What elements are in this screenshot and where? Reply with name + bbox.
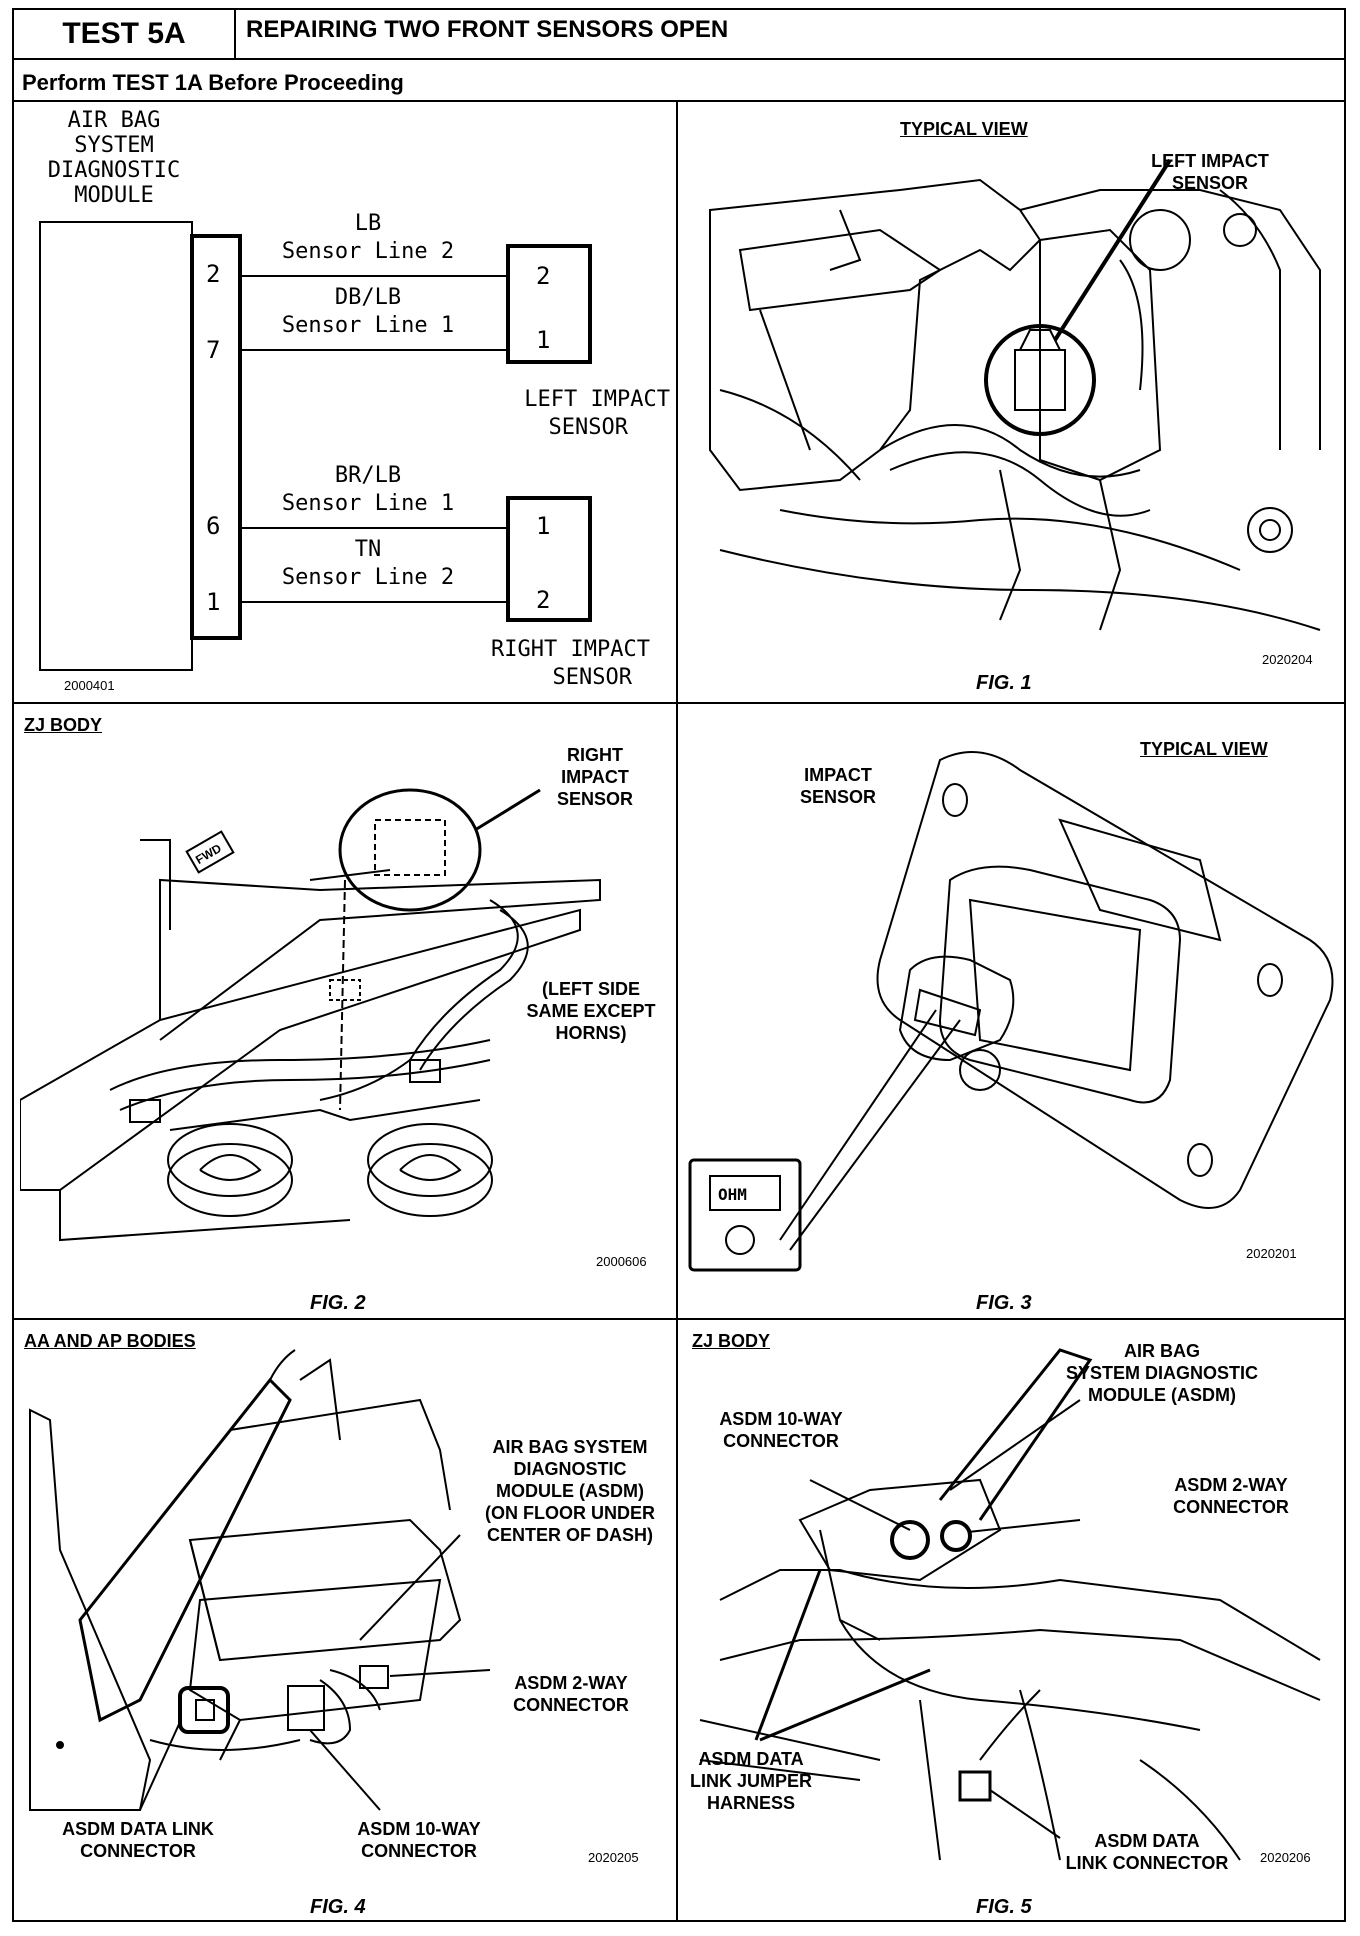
header-divider	[14, 58, 1344, 60]
module-pin: 2	[206, 260, 221, 288]
view-label: TYPICAL VIEW	[1140, 739, 1268, 759]
label-line: (ON FLOOR UNDER	[485, 1503, 655, 1523]
asdm-data-link-label: ASDM DATA LINK CONNECTOR	[48, 1818, 228, 1862]
label-line: AIR BAG SYSTEM	[492, 1437, 648, 1457]
label-line: LINK JUMPER	[689, 1771, 812, 1791]
engine-bay-illustration	[709, 158, 1321, 631]
label-line: HARNESS	[706, 1793, 795, 1813]
meter-display: OHM	[718, 1185, 747, 1204]
module-label-line: DIAGNOSTIC	[47, 158, 181, 183]
label-line: DIAGNOSTIC	[513, 1459, 627, 1479]
body-label: ZJ BODY	[692, 1331, 771, 1351]
label-line: SENSOR	[799, 787, 877, 807]
grid-line	[14, 1318, 1344, 1320]
label-line: (LEFT SIDE	[542, 979, 640, 999]
left-sensor-pin: 1	[536, 326, 551, 354]
body-label: AA AND AP BODIES	[24, 1331, 196, 1351]
right-impact-sensor-label: RIGHT IMPACT SENSOR	[540, 744, 650, 810]
wire-color: TN	[354, 537, 382, 562]
wire-color: LB	[354, 211, 382, 236]
label-line: ASDM 10-WAY	[357, 1819, 481, 1839]
impact-sensor-illustration: OHM	[688, 751, 1334, 1272]
right-sensor-label: SENSOR	[552, 665, 632, 690]
figure-code: 2020201	[1246, 1246, 1297, 1261]
label-line: ASDM 10-WAY	[719, 1409, 843, 1429]
asdm-10way-label: ASDM 10-WAY CONNECTOR	[706, 1408, 856, 1452]
grid-line	[14, 100, 1344, 102]
figure-code: 2020205	[588, 1850, 639, 1865]
test-title: REPAIRING TWO FRONT SENSORS OPEN	[246, 16, 729, 43]
right-sensor-pin: 1	[536, 512, 551, 540]
asdm-data-link-label: ASDM DATA LINK CONNECTOR	[1052, 1830, 1242, 1874]
label-line: LINK CONNECTOR	[1065, 1853, 1229, 1873]
figure-caption: FIG. 2	[310, 1292, 366, 1314]
label-line: AIR BAG	[1124, 1341, 1200, 1361]
label-line: RIGHT	[567, 745, 623, 765]
left-sensor-label: LEFT IMPACT	[524, 387, 670, 412]
wire-line: Sensor Line 1	[281, 313, 455, 338]
left-side-note: (LEFT SIDE SAME EXCEPT HORNS)	[516, 978, 666, 1044]
label-line: ASDM DATA	[1094, 1831, 1200, 1851]
schematic-lines	[39, 221, 592, 671]
label-line: MODULE (ASDM)	[496, 1481, 644, 1501]
asdm-2way-label: ASDM 2-WAY CONNECTOR	[496, 1672, 646, 1716]
label-line: CONNECTOR	[361, 1841, 477, 1861]
label-line: SENSOR	[556, 789, 634, 809]
impact-sensor-label: IMPACT SENSOR	[778, 764, 898, 808]
horn-mount-illustration: FWD	[20, 788, 601, 1242]
grid-line	[676, 100, 678, 1922]
grid-line	[14, 702, 1344, 704]
asdm-console-illustration	[699, 1348, 1321, 1861]
wire-color: DB/LB	[334, 285, 402, 310]
module-label-line: AIR BAG	[67, 108, 161, 133]
body-label: ZJ BODY	[24, 715, 103, 735]
label-line: CONNECTOR	[513, 1695, 629, 1715]
left-sensor-pin: 2	[536, 262, 551, 290]
asdm-10way-label: ASDM 10-WAY CONNECTOR	[344, 1818, 494, 1862]
wire-line: Sensor Line 2	[281, 239, 455, 264]
asdm-label: AIR BAG SYSTEM DIAGNOSTIC MODULE (ASDM) …	[470, 1436, 670, 1546]
right-sensor-label: RIGHT IMPACT	[491, 637, 650, 662]
figure-caption: FIG. 4	[310, 1896, 366, 1918]
label-line: LEFT IMPACT	[1151, 151, 1269, 171]
figure-code: 2000401	[64, 678, 115, 693]
label-line: HORNS)	[555, 1023, 627, 1043]
label-line: CONNECTOR	[80, 1841, 196, 1861]
label-line: SENSOR	[1171, 173, 1249, 193]
figure-code: 2020204	[1262, 652, 1313, 667]
left-impact-sensor-label: LEFT IMPACT SENSOR	[1120, 150, 1300, 194]
right-sensor-pin: 2	[536, 586, 551, 614]
label-line: CENTER OF DASH)	[487, 1525, 653, 1545]
label-line: ASDM DATA LINK	[62, 1819, 214, 1839]
prerequisite-note: Perform TEST 1A Before Proceeding	[22, 70, 404, 95]
label-line: CONNECTOR	[723, 1431, 839, 1451]
module-label-line: MODULE	[74, 183, 154, 208]
page-frame	[12, 8, 1346, 1922]
view-label: TYPICAL VIEW	[900, 119, 1028, 139]
module-pin: 6	[206, 512, 221, 540]
label-line: SAME EXCEPT	[526, 1001, 656, 1021]
label-line: CONNECTOR	[1173, 1497, 1289, 1517]
asdm-2way-label: ASDM 2-WAY CONNECTOR	[1156, 1474, 1306, 1518]
figure-code: 2000606	[596, 1254, 647, 1269]
module-pin: 7	[206, 336, 221, 364]
wire-color: BR/LB	[334, 463, 402, 488]
asdm-label: AIR BAG SYSTEM DIAGNOSTIC MODULE (ASDM)	[1062, 1340, 1262, 1406]
figure-caption: FIG. 1	[976, 672, 1032, 694]
wire-line: Sensor Line 1	[281, 491, 455, 516]
left-sensor-label: SENSOR	[548, 415, 628, 440]
label-line: SYSTEM DIAGNOSTIC	[1065, 1363, 1258, 1383]
asdm-floor-illustration	[29, 1349, 490, 1811]
module-pin: 1	[206, 588, 221, 616]
label-line: MODULE (ASDM)	[1088, 1385, 1236, 1405]
label-line: IMPACT	[561, 767, 629, 787]
label-line: IMPACT	[804, 765, 872, 785]
wire-line: Sensor Line 2	[281, 565, 455, 590]
figure-caption: FIG. 3	[976, 1292, 1032, 1314]
module-label-line: SYSTEM	[74, 133, 154, 158]
label-line: ASDM 2-WAY	[1174, 1475, 1288, 1495]
figure-code: 2020206	[1260, 1850, 1311, 1865]
figure-caption: FIG. 5	[976, 1896, 1032, 1918]
label-line: ASDM 2-WAY	[514, 1673, 628, 1693]
